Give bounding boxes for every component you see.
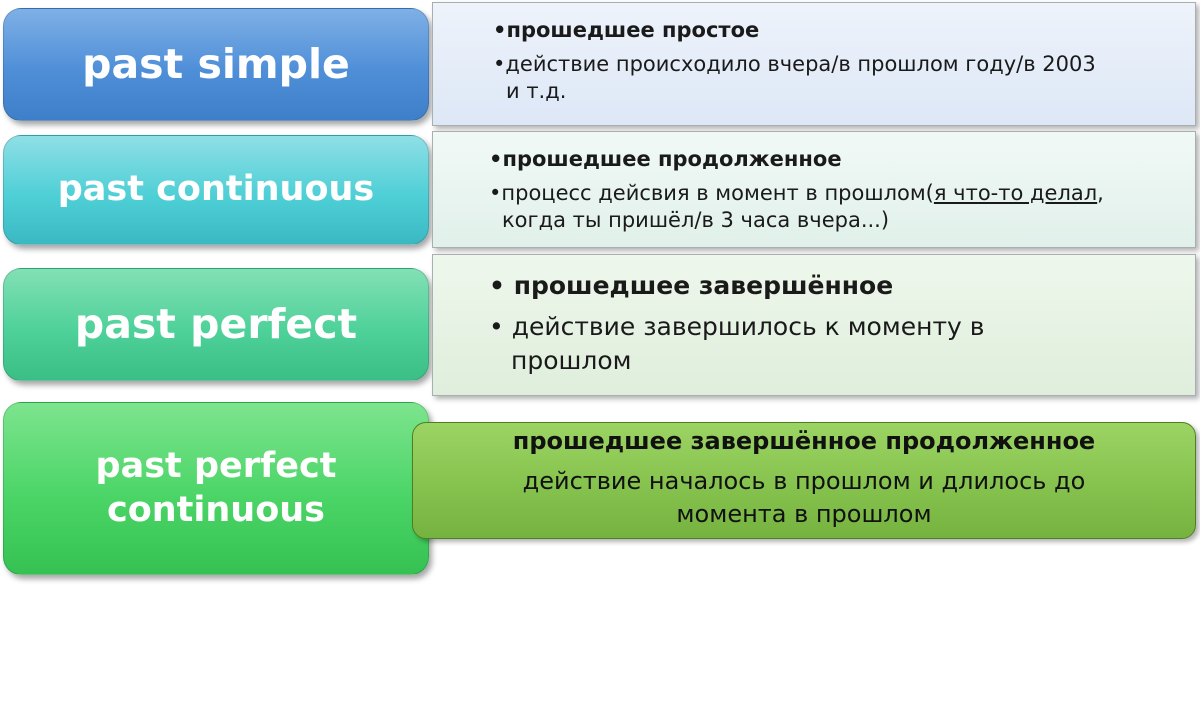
tense-label-line-1: past perfect xyxy=(95,445,337,486)
description-line-1: действие завершилось к моменту в xyxy=(511,311,985,341)
description-line-2: прошлом xyxy=(511,346,632,375)
tense-box-past-simple: past simple xyxy=(3,8,429,121)
description-line-2: момента в прошлом xyxy=(676,500,932,529)
tense-title: прошедшее завершённое xyxy=(513,271,894,300)
description-text: •процесс дейсвия в момент в прошлом(я чт… xyxy=(489,180,1155,208)
description-text: •действие происходило вчера/в прошлом го… xyxy=(493,51,1155,79)
description-line-1: действие происходило вчера/в прошлом год… xyxy=(505,51,1096,76)
description-title: •прошедшее продолженное xyxy=(489,146,1155,174)
bullet-icon: • xyxy=(489,180,502,205)
description-line-1: действие началось в прошлом и длилось до xyxy=(522,466,1086,495)
description-title: • прошедшее завершённое xyxy=(489,269,1155,304)
tense-label: past continuous xyxy=(57,169,375,210)
description-suffix: , xyxy=(1097,180,1104,205)
tense-label: past perfect continuous xyxy=(96,445,337,533)
tense-title: прошедшее продолженное xyxy=(502,147,842,171)
bullet-icon: • xyxy=(493,18,507,42)
description-box-past-perfect-continuous: прошедшее завершённое продолженное дейст… xyxy=(412,422,1196,539)
bullet-icon: • xyxy=(489,311,504,341)
tense-label: past simple xyxy=(82,39,350,88)
description-underlined: я что-то делал xyxy=(933,180,1098,205)
tense-label-line-2: continuous xyxy=(106,489,326,530)
description-line-2: и т.д. xyxy=(506,79,567,104)
description-box-past-continuous: •прошедшее продолженное •процесс дейсвия… xyxy=(432,131,1196,248)
description-title: •прошедшее простое xyxy=(493,17,1155,45)
description-box-past-perfect: • прошедшее завершённое • действие завер… xyxy=(432,254,1196,396)
description-line-2: когда ты пришёл/в 3 часа вчера...) xyxy=(502,208,890,233)
bullet-icon: • xyxy=(489,271,505,300)
tense-label: past perfect xyxy=(74,299,358,348)
tense-box-past-perfect: past perfect xyxy=(3,268,429,381)
tense-title: прошедшее завершённое продолженное xyxy=(512,427,1096,455)
description-box-past-simple: •прошедшее простое •действие происходило… xyxy=(432,2,1196,126)
tense-box-past-continuous: past continuous xyxy=(3,135,429,245)
description-prefix: процесс дейсвия в момент в прошлом( xyxy=(501,180,934,205)
bullet-icon: • xyxy=(489,147,503,171)
tense-box-past-perfect-continuous: past perfect continuous xyxy=(3,402,429,575)
description-text: • действие завершилось к моменту в xyxy=(489,310,1155,345)
tense-title: прошедшее простое xyxy=(506,18,760,42)
bullet-icon: • xyxy=(493,51,506,76)
